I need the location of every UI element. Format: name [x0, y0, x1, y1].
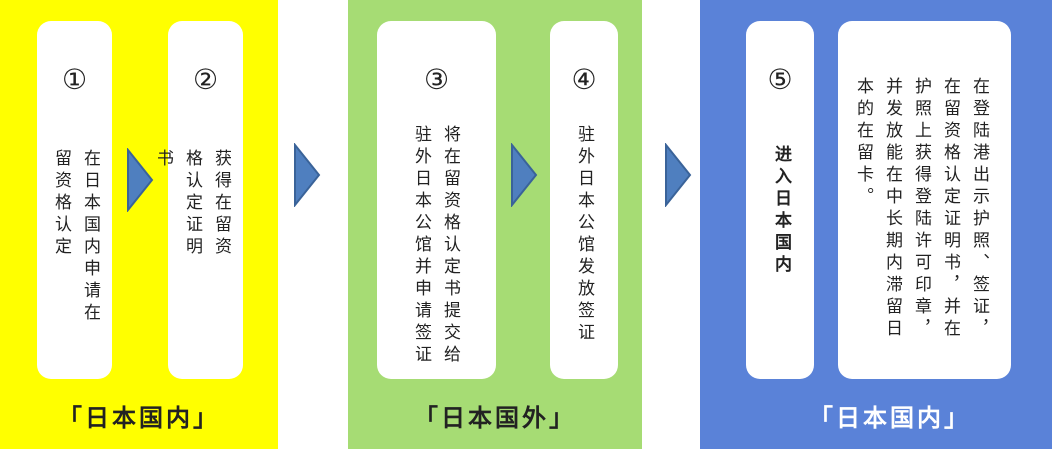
- step-card-3: ③ 将在留资格认定书提交给驻外日本公馆并申请签证: [377, 21, 496, 379]
- arrow-right-icon: [511, 143, 538, 207]
- arrow-right-icon: [294, 143, 321, 207]
- step-card-4: ④ 驻外日本公馆发放签证: [550, 21, 618, 379]
- step-card-5: ⑤ 进入日本国内: [746, 21, 814, 379]
- section-japan-domestic-1: ① 在日本国内申请在留资格认定 ② 获得在留资格认定证明书 「日本国内」: [0, 0, 278, 449]
- step-number-5: ⑤: [767, 63, 793, 96]
- section-outside-japan: ③ 将在留资格认定书提交给驻外日本公馆并申请签证 ④ 驻外日本公馆发放签证 「日…: [348, 0, 642, 449]
- step-text-2: 获得在留资格认定证明书: [153, 149, 231, 259]
- step-text-3: 将在留资格认定书提交给驻外日本公馆并申请签证: [411, 125, 460, 367]
- arrow-right-icon: [665, 143, 692, 207]
- step-number-1: ①: [61, 63, 88, 96]
- step-number-4: ④: [571, 63, 597, 96]
- section-label-3: 「日本国内」: [809, 404, 971, 432]
- step-text-6: 在登陆港出示护照、签证，在留资格认定证明书，并在护照上获得登陆许可印章，并发放能…: [853, 77, 989, 341]
- step-card-2: ② 获得在留资格认定证明书: [153, 21, 243, 379]
- step-text-1: 在日本国内申请在留资格认定: [51, 149, 100, 325]
- step-number-3: ③: [423, 63, 450, 96]
- step-card-1: ① 在日本国内申请在留资格认定: [37, 21, 112, 379]
- step-number-2: ②: [192, 63, 219, 96]
- step-card-6: 在登陆港出示护照、签证，在留资格认定证明书，并在护照上获得登陆许可印章，并发放能…: [838, 21, 1011, 379]
- step-text-5: 进入日本国内: [771, 145, 791, 277]
- section-label-2: 「日本国外」: [414, 404, 576, 432]
- step-text-4: 驻外日本公馆发放签证: [574, 125, 594, 345]
- arrow-right-icon: [127, 148, 154, 212]
- section-japan-domestic-2: ⑤ 进入日本国内 在登陆港出示护照、签证，在留资格认定证明书，并在护照上获得登陆…: [700, 0, 1052, 449]
- section-label-1: 「日本国内」: [58, 404, 220, 432]
